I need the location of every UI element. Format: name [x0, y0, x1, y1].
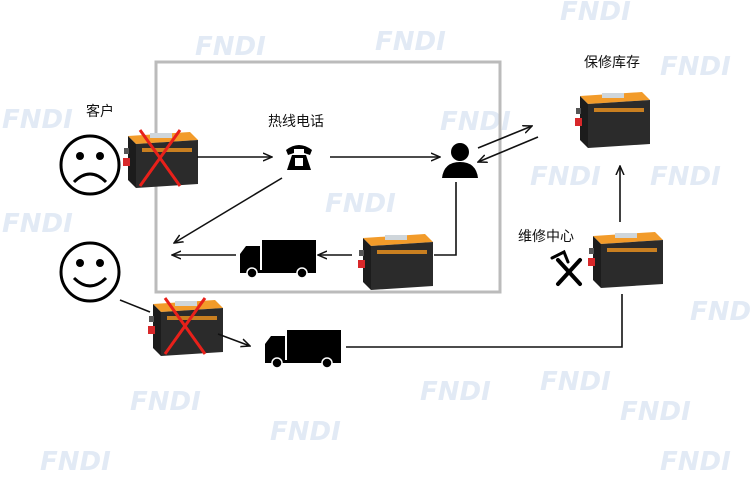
- sad-face-icon: [59, 134, 121, 196]
- truck-icon: [264, 329, 342, 369]
- watermark: FNDI: [420, 377, 491, 407]
- watermark: FNDI: [325, 189, 396, 219]
- watermark: FNDI: [2, 209, 73, 239]
- repair-battery-icon: [588, 232, 663, 288]
- stock-battery-icon: [575, 92, 650, 148]
- truck-icon: [239, 239, 317, 279]
- watermark: FNDI: [270, 417, 341, 447]
- watermark: FNDI: [40, 447, 111, 477]
- watermark: FNDI: [660, 447, 731, 477]
- faulty-battery-icon: [148, 296, 223, 356]
- watermark: FNDI: [130, 387, 201, 417]
- faulty-battery-icon: [123, 128, 198, 188]
- warranty-stock-label: 保修库存: [584, 55, 640, 71]
- watermark: FNDI: [620, 397, 691, 427]
- repair-center-label: 维修中心: [518, 229, 574, 245]
- telephone-icon: [286, 145, 312, 170]
- watermark: FNDI: [660, 52, 731, 82]
- watermark: FNDI: [560, 0, 631, 27]
- watermark: FNDI: [375, 27, 446, 57]
- service-agent-icon: [442, 143, 478, 178]
- happy-face-icon: [59, 241, 121, 303]
- watermark: FNDI: [2, 105, 73, 135]
- repair-tools-icon: [550, 249, 582, 286]
- watermark: FNDI: [530, 162, 601, 192]
- customer-label: 客户: [86, 103, 114, 120]
- watermark: FNDI: [195, 32, 266, 62]
- flow-arrows: [119, 126, 622, 348]
- replacement-battery-icon: [358, 234, 433, 290]
- watermark: FNDI: [540, 367, 611, 397]
- watermark: FNDI: [650, 162, 721, 192]
- watermark: FNDI: [690, 297, 750, 327]
- hotline-label: 热线电话: [268, 114, 324, 130]
